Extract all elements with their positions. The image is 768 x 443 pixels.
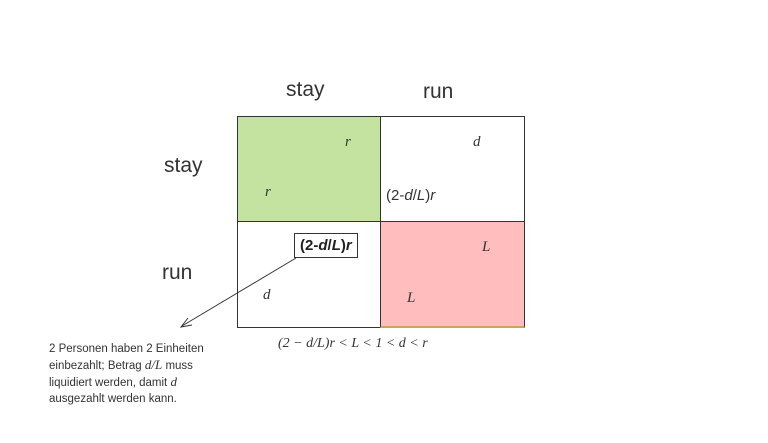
payoff-column-player-boxed: (2-d/L)r	[294, 233, 358, 258]
payoff-column-player: r	[345, 134, 351, 150]
payoff-matrix: r r d (2-d/L)r (2-d/L)r d L L	[237, 116, 525, 328]
payoff-column-player: L	[482, 239, 491, 255]
payoff-row-player: d	[263, 287, 271, 303]
row-header-run: run	[162, 261, 193, 284]
cell-stay-run: d (2-d/L)r	[380, 116, 525, 222]
row-header-stay: stay	[164, 154, 203, 177]
payoff-column-player: d	[473, 134, 481, 150]
cell-run-run: L L	[380, 221, 525, 328]
col-header-stay: stay	[286, 78, 325, 101]
cell-run-stay: (2-d/L)r d	[237, 221, 381, 328]
explanation-note: 2 Personen haben 2 Einheiten einbezahlt;…	[49, 343, 204, 405]
payoff-row-player: L	[407, 290, 416, 306]
payoff-row-player: r	[265, 184, 271, 200]
payoff-row-player: (2-d/L)r	[386, 187, 436, 204]
condition-inequality: (2 − d/L)r < L < 1 < d < r	[278, 336, 428, 351]
col-header-run: run	[423, 80, 454, 103]
